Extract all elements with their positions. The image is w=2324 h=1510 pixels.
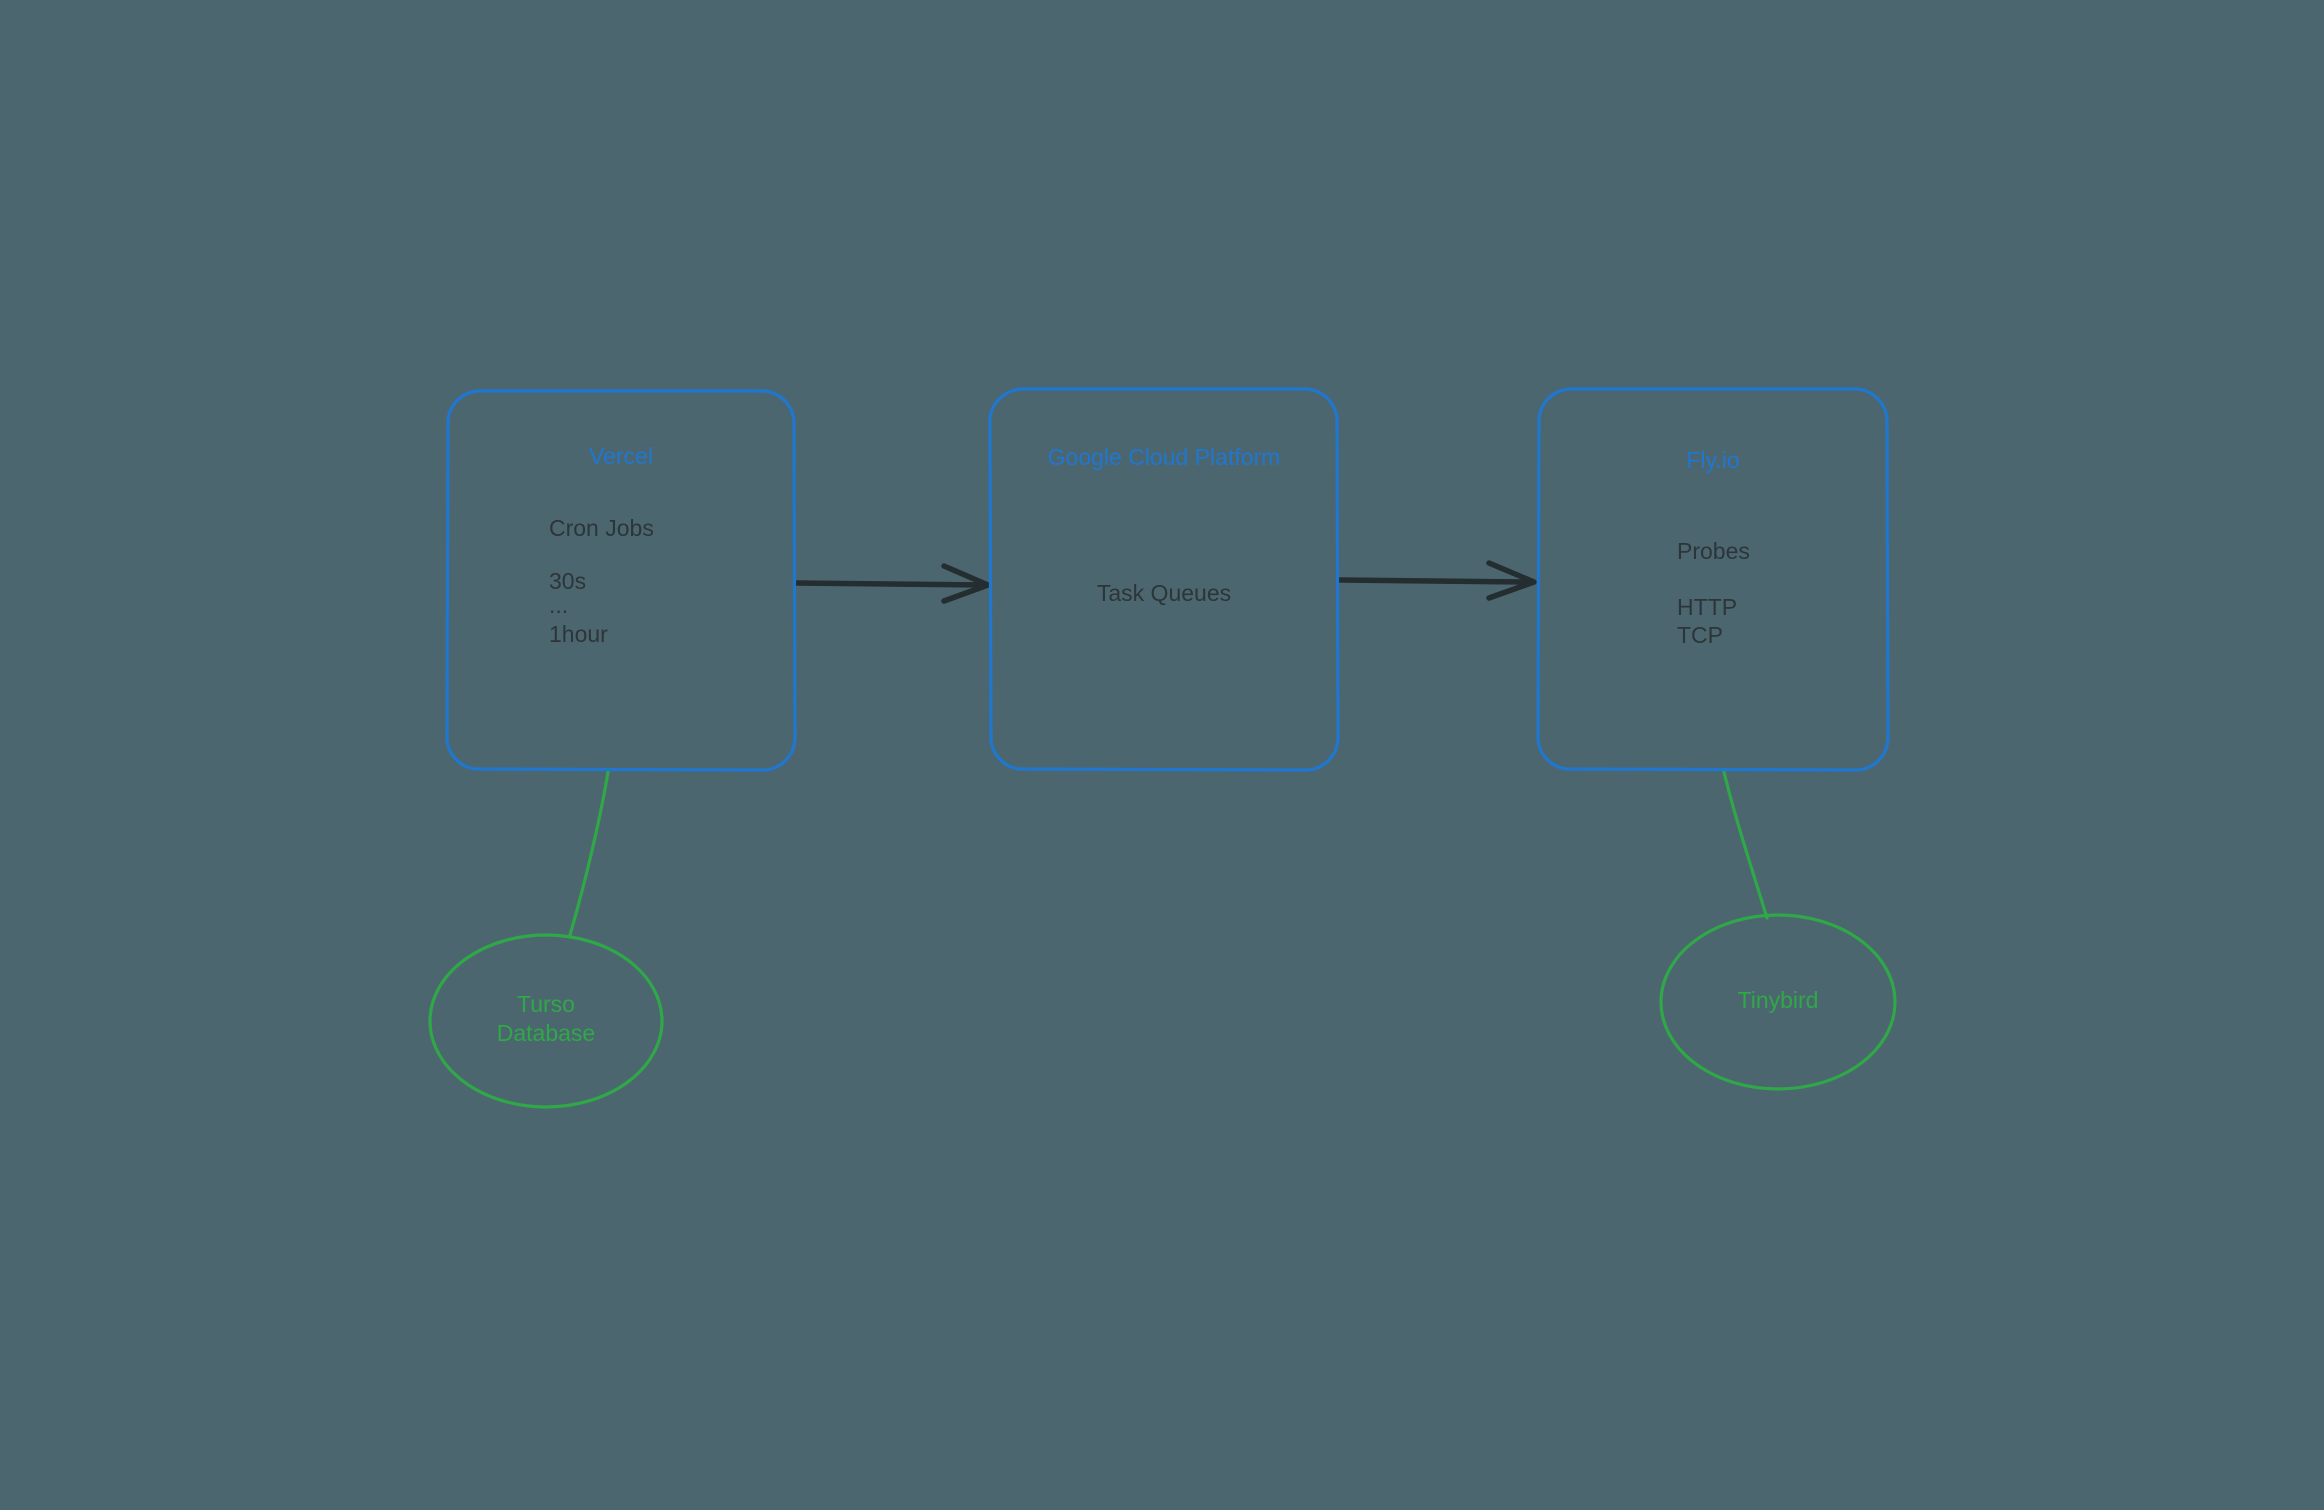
vercel-line-30s: 30s: [549, 568, 586, 594]
vercel-line-cron-jobs: Cron Jobs: [549, 515, 654, 541]
turso-label-line-2: Database: [497, 1020, 595, 1046]
node-turso-database[interactable]: Turso Database: [428, 933, 664, 1109]
turso-label-line-1: Turso: [517, 991, 575, 1017]
vercel-line-1hour: 1hour: [549, 621, 608, 647]
node-tinybird[interactable]: Tinybird: [1659, 913, 1897, 1091]
tinybird-ellipse-outline[interactable]: [1659, 913, 1897, 1091]
link-vercel-to-turso: [568, 770, 610, 937]
flyio-title: Fly.io: [1686, 447, 1739, 473]
gcp-line-task-queues: Task Queues: [1097, 580, 1231, 606]
tinybird-label: Tinybird: [1738, 987, 1819, 1013]
node-vercel[interactable]: Vercel Cron Jobs 30s ... 1hour: [445, 389, 797, 772]
link-group: [568, 770, 1769, 937]
flyio-line-probes: Probes: [1677, 538, 1750, 564]
vercel-title: Vercel: [589, 443, 653, 469]
turso-ellipse-outline[interactable]: [428, 933, 664, 1109]
vercel-box-outline[interactable]: [445, 389, 797, 772]
gcp-title: Google Cloud Platform: [1048, 444, 1281, 470]
gcp-box-outline[interactable]: [988, 387, 1340, 772]
arrow-gcp-to-flyio: [1337, 560, 1537, 601]
link-flyio-to-tinybird: [1722, 770, 1769, 920]
flyio-box-outline[interactable]: [1536, 387, 1890, 772]
arrow-head: [1486, 560, 1537, 601]
flyio-line-tcp: TCP: [1677, 622, 1723, 648]
arrow-head: [941, 563, 991, 604]
vercel-line-ellipsis: ...: [549, 592, 568, 618]
node-google-cloud-platform[interactable]: Google Cloud Platform Task Queues: [988, 387, 1340, 772]
node-fly-io[interactable]: Fly.io Probes HTTP TCP: [1536, 387, 1890, 772]
arrow-shaft: [793, 580, 988, 588]
arrow-shaft: [1337, 577, 1533, 585]
flyio-line-http: HTTP: [1677, 594, 1737, 620]
arrow-vercel-to-gcp: [793, 563, 991, 604]
